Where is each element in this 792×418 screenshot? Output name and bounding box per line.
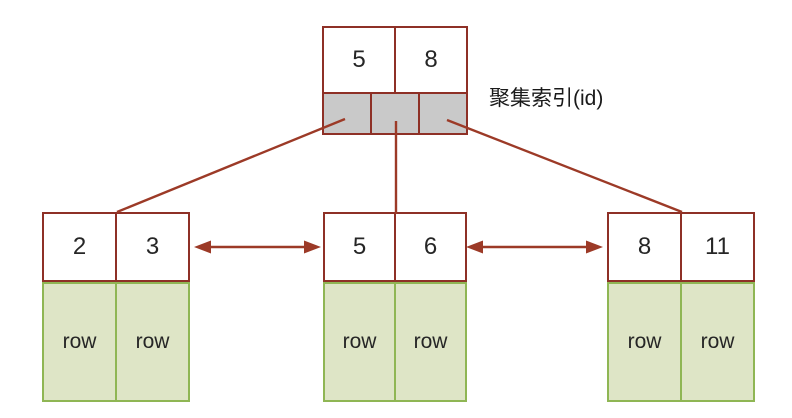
root-key-cell: 8 [394, 26, 468, 94]
row-cell: row [115, 282, 190, 402]
leaf-key-row: 2 3 [42, 212, 190, 282]
leaf-node-2: 5 6 row row [323, 212, 467, 402]
root-pointer-cell [370, 92, 420, 135]
row-cell: row [680, 282, 755, 402]
leaf-row-row: row row [607, 282, 755, 402]
leaf1-leaf2-arrowhead-right [304, 240, 321, 254]
leaf2-leaf3-arrowhead-right [586, 240, 603, 254]
row-cell: row [323, 282, 396, 402]
root-pointer-row [322, 92, 468, 135]
root-pointer-cell [418, 92, 468, 135]
leaf-key-cell: 5 [323, 212, 396, 282]
leaf1-leaf2-arrowhead-left [194, 240, 211, 254]
leaf-key-row: 5 6 [323, 212, 467, 282]
root-to-right-leaf-line [446, 118, 683, 214]
leaf-row-row: row row [323, 282, 467, 402]
row-cell: row [394, 282, 467, 402]
root-key-row: 5 8 [322, 26, 468, 94]
root-key-cell: 5 [322, 26, 396, 94]
leaf-key-cell: 6 [394, 212, 467, 282]
leaf-key-row: 8 11 [607, 212, 755, 282]
leaf-key-cell: 8 [607, 212, 682, 282]
root-to-left-leaf-line [116, 117, 346, 214]
leaf-row-row: row row [42, 282, 190, 402]
leaf-key-cell: 3 [115, 212, 190, 282]
leaf-node-1: 2 3 row row [42, 212, 190, 402]
row-cell: row [607, 282, 682, 402]
root-node: 5 8 [322, 26, 468, 135]
leaf2-leaf3-arrowhead-left [466, 240, 483, 254]
leaf-node-3: 8 11 row row [607, 212, 755, 402]
row-cell: row [42, 282, 117, 402]
root-pointer-cell [322, 92, 372, 135]
leaf-key-cell: 2 [42, 212, 117, 282]
leaf-key-cell: 11 [680, 212, 755, 282]
clustered-index-label: 聚集索引(id) [489, 87, 604, 110]
